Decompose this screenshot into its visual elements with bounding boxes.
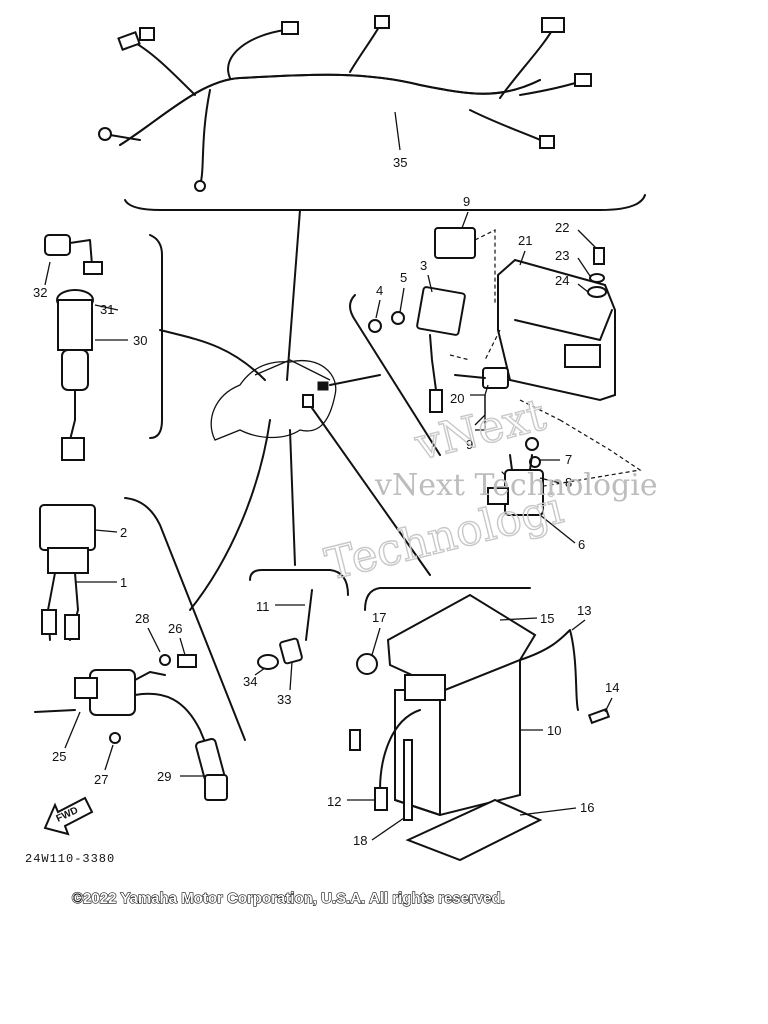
leader-24 bbox=[577, 283, 589, 293]
leader-9a bbox=[461, 211, 469, 229]
callout-20: 20 bbox=[450, 391, 464, 406]
leader-16 bbox=[519, 807, 577, 816]
callout-15: 15 bbox=[540, 611, 554, 626]
leader-27 bbox=[104, 744, 114, 771]
leader-28 bbox=[147, 627, 161, 653]
leader-13 bbox=[571, 619, 586, 631]
callout-21: 21 bbox=[518, 233, 532, 248]
leader-22 bbox=[577, 229, 597, 249]
regulator-assembly bbox=[368, 227, 642, 516]
callout-33: 33 bbox=[277, 692, 291, 707]
callout-24: 24 bbox=[555, 273, 569, 288]
watermark-line-1: vNext Technologie bbox=[374, 468, 658, 503]
bracket-switch bbox=[149, 234, 163, 439]
bracket-regulator bbox=[349, 294, 441, 456]
leader-33 bbox=[289, 661, 293, 691]
callout-1: 1 bbox=[120, 575, 127, 590]
leader-17 bbox=[371, 627, 381, 656]
leader-ignition-to-vehicle bbox=[189, 419, 271, 611]
leader-34 bbox=[254, 667, 266, 676]
callout-6: 6 bbox=[578, 537, 585, 552]
callout-28: 28 bbox=[135, 611, 149, 626]
leader-14 bbox=[604, 697, 613, 713]
forward-arrow-icon: FWD bbox=[43, 796, 94, 836]
bracket-battery bbox=[364, 587, 531, 611]
callout-29: 29 bbox=[157, 769, 171, 784]
ignition-coil-assembly bbox=[34, 654, 228, 801]
leader-5 bbox=[399, 287, 405, 313]
leader-regulator-to-vehicle bbox=[329, 374, 381, 386]
callout-27: 27 bbox=[94, 772, 108, 787]
callout-26: 26 bbox=[168, 621, 182, 636]
callout-8: 8 bbox=[565, 475, 572, 490]
callout-18: 18 bbox=[353, 833, 367, 848]
callout-3: 3 bbox=[420, 258, 427, 273]
bracket-ignition bbox=[124, 497, 246, 741]
wire-harness bbox=[98, 15, 592, 192]
callout-31: 31 bbox=[100, 302, 114, 317]
vehicle-outline bbox=[210, 359, 337, 441]
callout-34: 34 bbox=[243, 674, 257, 689]
leader-2 bbox=[94, 529, 118, 533]
callout-25: 25 bbox=[52, 749, 66, 764]
leader-18 bbox=[371, 817, 405, 841]
leader-9b bbox=[475, 395, 486, 431]
relay-assembly bbox=[39, 504, 96, 641]
leader-35 bbox=[394, 111, 401, 151]
callout-22: 22 bbox=[555, 220, 569, 235]
callout-10: 10 bbox=[547, 723, 561, 738]
callout-13: 13 bbox=[577, 603, 591, 618]
leader-31 bbox=[94, 304, 119, 311]
callout-14: 14 bbox=[605, 680, 619, 695]
leader-32 bbox=[44, 261, 51, 286]
callout-9b: 9 bbox=[466, 437, 473, 452]
callout-32: 32 bbox=[33, 285, 47, 300]
leader-battery-to-vehicle bbox=[311, 407, 431, 576]
leader-26 bbox=[179, 637, 186, 656]
leader-6 bbox=[539, 514, 576, 544]
leader-switch-to-vehicle-b bbox=[289, 429, 296, 566]
callout-2: 2 bbox=[120, 525, 127, 540]
leader-harness-to-vehicle bbox=[286, 209, 301, 381]
callout-16: 16 bbox=[580, 800, 594, 815]
leader-3 bbox=[427, 274, 433, 293]
callout-12: 12 bbox=[327, 794, 341, 809]
callout-4: 4 bbox=[376, 283, 383, 298]
leader-4 bbox=[375, 299, 381, 319]
bracket-harness bbox=[124, 194, 646, 211]
callout-7: 7 bbox=[565, 452, 572, 467]
callout-11: 11 bbox=[256, 599, 270, 614]
leader-8 bbox=[539, 477, 561, 484]
main-switch-assembly bbox=[44, 234, 103, 461]
callout-17: 17 bbox=[372, 610, 386, 625]
callout-5: 5 bbox=[400, 270, 407, 285]
callout-35: 35 bbox=[393, 155, 407, 170]
leader-15 bbox=[499, 617, 538, 621]
figure-code: 24W110-3380 bbox=[25, 852, 115, 866]
callout-30: 30 bbox=[133, 333, 147, 348]
leader-21 bbox=[519, 250, 526, 266]
leader-25 bbox=[64, 711, 81, 749]
neutral-switch-assembly bbox=[257, 589, 313, 670]
bracket-neutral bbox=[249, 569, 349, 596]
callout-9a: 9 bbox=[463, 194, 470, 209]
copyright-notice: ©2022 Yamaha Motor Corporation, U.S.A. A… bbox=[72, 890, 505, 907]
leader-23 bbox=[577, 257, 591, 277]
leader-switch-to-vehicle bbox=[159, 329, 266, 381]
battery-assembly bbox=[349, 593, 611, 862]
callout-23: 23 bbox=[555, 248, 569, 263]
